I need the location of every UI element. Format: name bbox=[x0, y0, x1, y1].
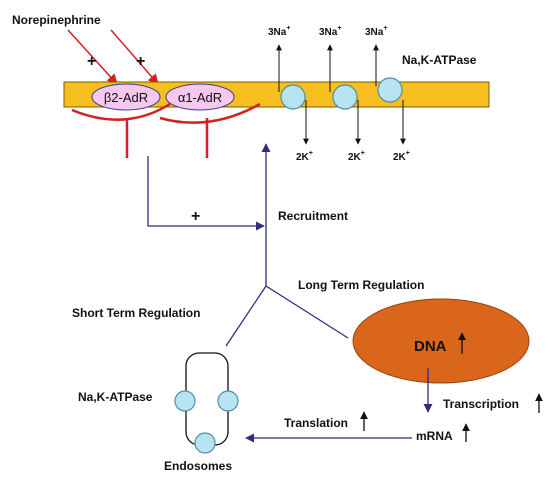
plus-sign-alpha1: + bbox=[136, 53, 145, 70]
na-ion-label-1: 3Na+ bbox=[268, 25, 290, 38]
endosomes-label: Endosomes bbox=[164, 459, 232, 473]
nak-pump-2-circle bbox=[332, 84, 358, 110]
dna-nucleus bbox=[352, 298, 530, 384]
short-term-branch bbox=[225, 285, 267, 347]
short-term-regulation-label: Short Term Regulation bbox=[72, 306, 200, 320]
alpha1-receptor-label: α1-AdR bbox=[178, 90, 222, 105]
dna-label: DNA bbox=[414, 338, 447, 355]
beta2-receptor-anchor bbox=[71, 102, 171, 121]
alpha1-adrenergic-receptor: α1-AdR bbox=[159, 83, 261, 158]
nak-pump-1-circle bbox=[280, 84, 306, 110]
beta2-adrenergic-receptor: β2-AdR bbox=[71, 83, 171, 158]
endosome-pump-left bbox=[174, 390, 196, 412]
endosome-pump-bottom bbox=[194, 432, 216, 454]
nak-pump-2: 3Na+ 2K+ bbox=[319, 25, 365, 163]
nak-atpase-membrane-label: Na,K-ATPase bbox=[402, 53, 477, 67]
activation-plus-sign: + bbox=[191, 208, 200, 225]
na-ion-label-3: 3Na+ bbox=[365, 25, 387, 38]
nak-pump-1: 3Na+ 2K+ bbox=[268, 25, 313, 163]
nak-pump-3: 3Na+ 2K+ bbox=[365, 25, 410, 163]
k-ion-label-3: 2K+ bbox=[393, 150, 410, 163]
beta2-receptor-body bbox=[91, 83, 161, 111]
k-ion-label-2: 2K+ bbox=[348, 150, 365, 163]
long-term-branch bbox=[265, 285, 349, 339]
k-ion-label-1: 2K+ bbox=[296, 150, 313, 163]
norepinephrine-arrow-beta2 bbox=[67, 29, 118, 85]
long-term-regulation-label: Long Term Regulation bbox=[298, 278, 424, 292]
norepinephrine-label: Norepinephrine bbox=[12, 13, 101, 27]
activation-arrow bbox=[147, 156, 265, 231]
endosome-pump-right bbox=[217, 390, 239, 412]
mrna-label: mRNA bbox=[416, 429, 453, 443]
alpha1-receptor-anchor bbox=[159, 102, 261, 124]
na-ion-label-2: 3Na+ bbox=[319, 25, 341, 38]
nak-pump-3-circle bbox=[377, 77, 403, 103]
transcription-label: Transcription bbox=[443, 397, 519, 411]
plus-sign-beta2: + bbox=[87, 53, 96, 70]
nak-atpase-endosome-label: Na,K-ATPase bbox=[78, 390, 153, 404]
translation-label: Translation bbox=[284, 416, 348, 430]
beta2-receptor-label: β2-AdR bbox=[104, 90, 148, 105]
alpha1-receptor-body bbox=[165, 83, 235, 111]
norepinephrine-arrow-alpha1 bbox=[110, 29, 159, 85]
endosome-compartment bbox=[174, 352, 239, 454]
recruitment-label: Recruitment bbox=[278, 209, 348, 223]
